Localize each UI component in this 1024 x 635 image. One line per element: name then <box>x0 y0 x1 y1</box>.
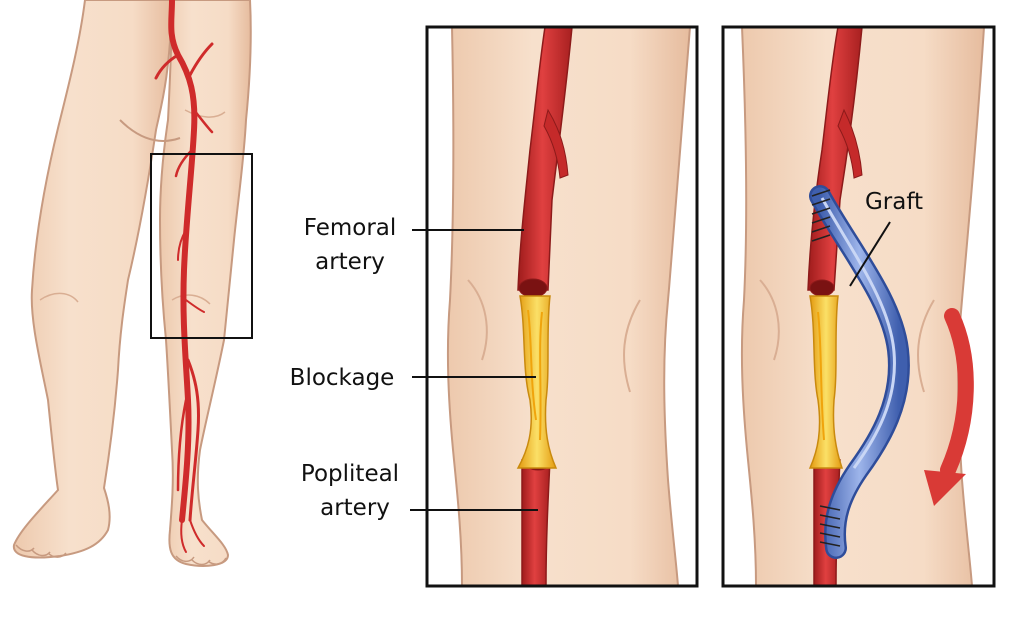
curved-arrow-down-icon <box>924 308 974 506</box>
full-leg-figure <box>12 0 253 567</box>
femoral-artery-label-line2: artery <box>315 249 385 275</box>
left-leg <box>12 0 174 559</box>
popliteal-artery-label-line1: Popliteal <box>300 461 400 487</box>
graft-panel <box>721 25 996 588</box>
blockage-panel <box>425 25 699 588</box>
femoral-artery-label-line1: Femoral <box>303 215 397 241</box>
blockage-plaque <box>516 295 558 469</box>
graft-panel-frame <box>721 25 996 588</box>
highlight-box <box>150 153 253 339</box>
blockage-panel-frame <box>425 25 699 588</box>
sutures <box>811 189 841 547</box>
blockage-leader <box>412 376 536 378</box>
leg-artery <box>154 0 214 553</box>
popliteal-artery-label-line2: artery <box>320 495 390 521</box>
popliteal-leader <box>410 509 538 511</box>
blockage-label: Blockage <box>289 365 395 391</box>
graft-label: Graft <box>864 189 924 215</box>
right-leg <box>158 0 252 567</box>
femoral-leader <box>412 229 524 231</box>
